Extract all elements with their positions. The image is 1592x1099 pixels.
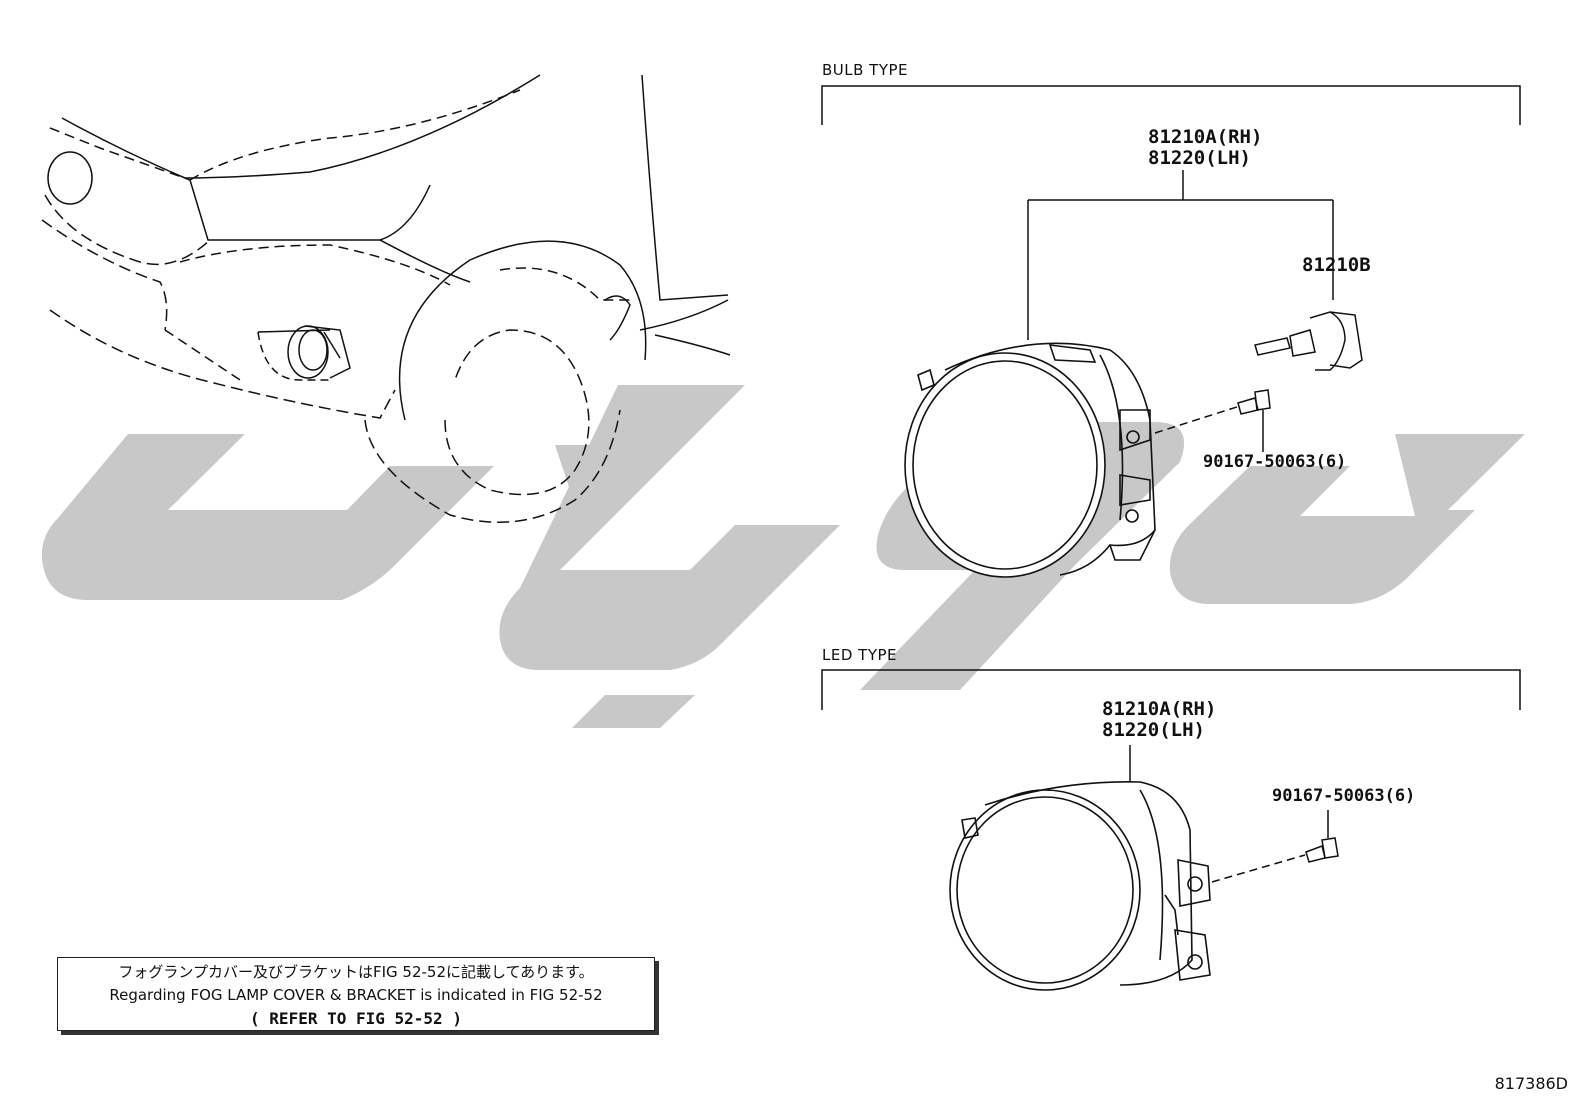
part-label-bulb-screw[interactable]: 90167-50063(6) — [1203, 452, 1347, 472]
part-label-bulb-fog-lamp-rh[interactable]: 81210A(RH) — [1148, 126, 1263, 148]
led-type-frame — [821, 669, 1521, 883]
bulb-drawing — [1254, 311, 1363, 371]
part-label-bulb-fog-lamp-lh[interactable]: 81220(LH) — [1148, 147, 1251, 169]
note-japanese: フォグランプカバー及びブラケットはFIG 52-52に記載してあります。 — [118, 963, 594, 981]
led-type-title: LED TYPE — [822, 646, 898, 664]
led-fog-lamp-drawing — [949, 781, 1211, 991]
drawing-id: 817386D — [1494, 1074, 1568, 1093]
watermark-logo — [41, 385, 1525, 728]
reference-note-box: フォグランプカバー及びブラケットはFIG 52-52に記載してあります。 Reg… — [57, 957, 655, 1031]
note-reference-link[interactable]: ( REFER TO FIG 52-52 ) — [250, 1009, 462, 1028]
vehicle-front-sketch — [41, 74, 731, 523]
note-english: Regarding FOG LAMP COVER & BRACKET is in… — [109, 986, 603, 1004]
part-label-led-fog-lamp-lh[interactable]: 81220(LH) — [1102, 719, 1205, 741]
part-label-led-fog-lamp-rh[interactable]: 81210A(RH) — [1102, 698, 1217, 720]
bulb-type-frame — [821, 85, 1521, 452]
led-screw-drawing — [1305, 837, 1339, 863]
bulb-screw-drawing — [1237, 389, 1271, 415]
part-label-bulb[interactable]: 81210B — [1302, 254, 1371, 276]
bulb-type-title: BULB TYPE — [822, 61, 909, 79]
bulb-fog-lamp-drawing — [904, 342, 1156, 578]
part-label-led-screw[interactable]: 90167-50063(6) — [1272, 786, 1416, 806]
